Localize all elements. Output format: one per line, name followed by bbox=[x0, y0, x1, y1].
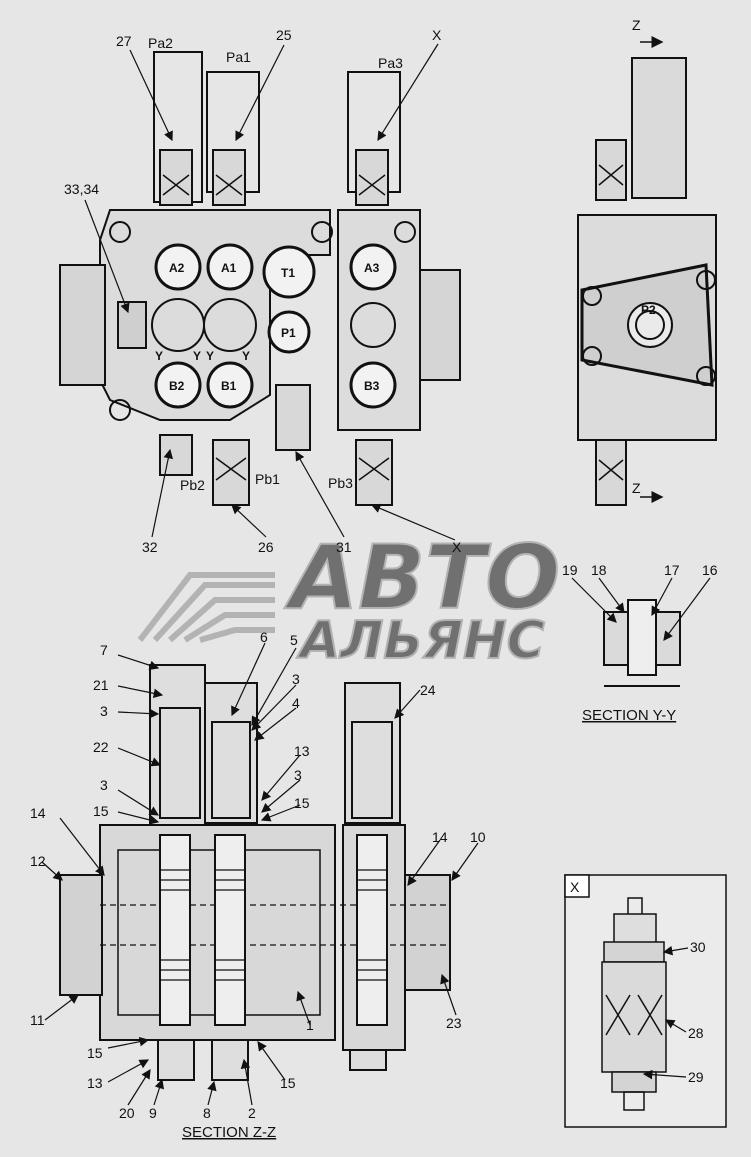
callout-19: 19 bbox=[562, 562, 578, 578]
port-label-b1: B1 bbox=[221, 379, 237, 393]
port-label-b3: B3 bbox=[364, 379, 380, 393]
section-zz-drawing bbox=[59, 664, 451, 1081]
port-label-a3: A3 bbox=[364, 261, 380, 275]
callout-x-bottom: X bbox=[452, 539, 462, 555]
pilot-pa3: Pa3 bbox=[378, 55, 403, 71]
port-p1 bbox=[267, 310, 311, 354]
callout-2: 2 bbox=[248, 1105, 256, 1121]
callout-14: 14 bbox=[30, 805, 46, 821]
port-label-p1: P1 bbox=[281, 326, 296, 340]
pilot-pb2: Pb2 bbox=[180, 477, 205, 493]
port-label-a1: A1 bbox=[221, 261, 237, 275]
pilot-pa2: Pa2 bbox=[148, 35, 173, 51]
callout-29: 29 bbox=[688, 1069, 704, 1085]
section-zz-caption: SECTION Z-Z bbox=[182, 1124, 276, 1141]
callout-5: 5 bbox=[290, 632, 298, 648]
callout-9: 9 bbox=[149, 1105, 157, 1121]
callout-21: 21 bbox=[93, 677, 109, 693]
port-a2 bbox=[154, 243, 202, 291]
watermark-logo bbox=[137, 572, 275, 643]
detail-x-box bbox=[564, 874, 727, 1128]
pilot-pa1: Pa1 bbox=[226, 49, 251, 65]
callout-25: 25 bbox=[276, 27, 292, 43]
callout-10: 10 bbox=[470, 829, 486, 845]
callout-12: 12 bbox=[30, 853, 46, 869]
port-label-p2: P2 bbox=[641, 303, 656, 317]
side-view bbox=[577, 57, 717, 506]
callout-15: 15 bbox=[87, 1045, 103, 1061]
port-b2 bbox=[154, 361, 202, 409]
section-yy-drawing bbox=[603, 599, 681, 687]
callout-28: 28 bbox=[688, 1025, 704, 1041]
port-label-b2: B2 bbox=[169, 379, 185, 393]
y-mark: Y bbox=[206, 349, 214, 363]
port-a1 bbox=[206, 243, 254, 291]
watermark-line1: АВТО bbox=[284, 526, 560, 629]
callout-1: 1 bbox=[306, 1017, 314, 1033]
pilot-pb1: Pb1 bbox=[255, 471, 280, 487]
z-mark-bottom: Z bbox=[632, 480, 641, 496]
y-mark: Y bbox=[242, 349, 250, 363]
top-view bbox=[59, 51, 461, 506]
callout-24: 24 bbox=[420, 682, 436, 698]
callout-23: 23 bbox=[446, 1015, 462, 1031]
callout-20: 20 bbox=[119, 1105, 135, 1121]
callout-14: 14 bbox=[432, 829, 448, 845]
port-label-t1: T1 bbox=[281, 266, 295, 280]
port-a3 bbox=[349, 243, 397, 291]
callout-15: 15 bbox=[93, 803, 109, 819]
callout-3: 3 bbox=[100, 703, 108, 719]
watermark-line2: АЛЬЯНС bbox=[296, 611, 545, 671]
callout-3: 3 bbox=[100, 777, 108, 793]
port-b3 bbox=[349, 361, 397, 409]
port-b1 bbox=[206, 361, 254, 409]
callout-6: 6 bbox=[260, 629, 268, 645]
callout-11: 11 bbox=[30, 1012, 45, 1028]
y-mark: Y bbox=[193, 349, 201, 363]
callout-15: 15 bbox=[294, 795, 310, 811]
callout-3: 3 bbox=[292, 671, 300, 687]
callout-27: 27 bbox=[116, 33, 132, 49]
callout-13: 13 bbox=[294, 743, 310, 759]
z-mark-top: Z bbox=[632, 17, 641, 33]
callout-26: 26 bbox=[258, 539, 274, 555]
callout-17: 17 bbox=[664, 562, 680, 578]
callout-7: 7 bbox=[100, 642, 108, 658]
callout-33-34: 33,34 bbox=[64, 181, 99, 197]
port-label-a2: A2 bbox=[169, 261, 185, 275]
callout-18: 18 bbox=[591, 562, 607, 578]
callout-30: 30 bbox=[690, 939, 706, 955]
callout-15: 15 bbox=[280, 1075, 296, 1091]
pilot-pb3: Pb3 bbox=[328, 475, 353, 491]
callout-4: 4 bbox=[292, 695, 300, 711]
section-yy-caption: SECTION Y-Y bbox=[582, 707, 676, 724]
callout-3: 3 bbox=[294, 767, 302, 783]
callout-31: 31 bbox=[336, 539, 352, 555]
callout-16: 16 bbox=[702, 562, 718, 578]
watermark: АВТО АЛЬЯНС bbox=[137, 525, 561, 672]
y-mark: Y bbox=[155, 349, 163, 363]
port-circles bbox=[154, 243, 397, 409]
callout-8: 8 bbox=[203, 1105, 211, 1121]
detail-x-title: X bbox=[570, 879, 580, 895]
callout-13: 13 bbox=[87, 1075, 103, 1091]
callout-32: 32 bbox=[142, 539, 158, 555]
callout-22: 22 bbox=[93, 739, 109, 755]
callout-x-top: X bbox=[432, 27, 442, 43]
port-t1 bbox=[262, 245, 316, 299]
